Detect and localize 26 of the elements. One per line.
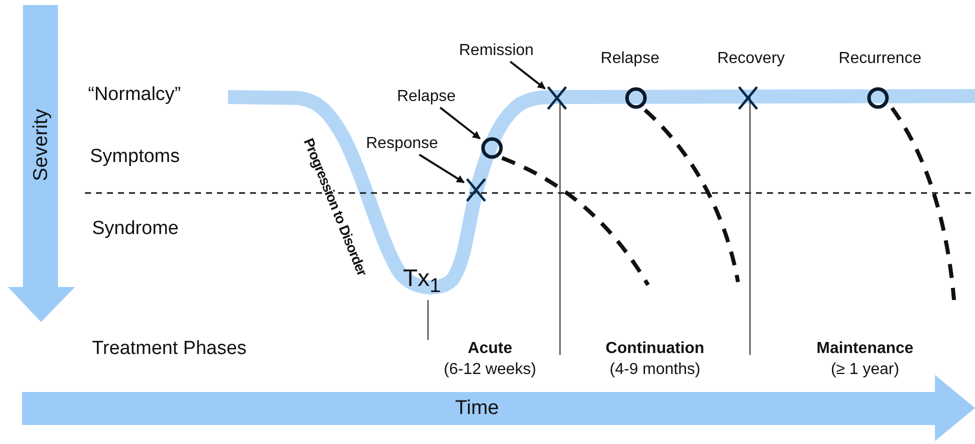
severity-block-arrow [8, 5, 75, 322]
leader-arrow [418, 154, 465, 184]
phase-label: Maintenance [816, 340, 914, 358]
callout-label: Response [366, 135, 438, 153]
row-label: Treatment Phases [92, 339, 247, 360]
axis-label: Time [455, 397, 499, 419]
circle-marker-icon [481, 137, 503, 159]
event-label: Recurrence [838, 50, 922, 68]
phase-duration: (≥ 1 year) [830, 361, 900, 379]
x-marker-icon [465, 178, 487, 202]
event-label: Relapse [600, 50, 660, 68]
callout-label: Relapse [397, 88, 456, 106]
phase-duration: (4-9 months) [608, 361, 702, 379]
phase-label: Continuation [604, 340, 706, 358]
axis-label: Severity [30, 108, 52, 182]
level-label: Symptoms [90, 147, 180, 168]
x-marker-icon [546, 86, 568, 110]
level-label: Syndrome [92, 219, 179, 240]
leader-arrow [440, 106, 481, 140]
phase-duration: (6-12 weeks) [442, 361, 538, 379]
treatment-marker-label: Tx$_{1}$ [403, 266, 441, 297]
leader-arrow [510, 60, 546, 90]
level-label: “Normalcy” [88, 85, 181, 106]
phase-label: Acute [466, 340, 514, 358]
callout-label: Remission [459, 42, 534, 60]
event-label: Recovery [716, 50, 786, 68]
